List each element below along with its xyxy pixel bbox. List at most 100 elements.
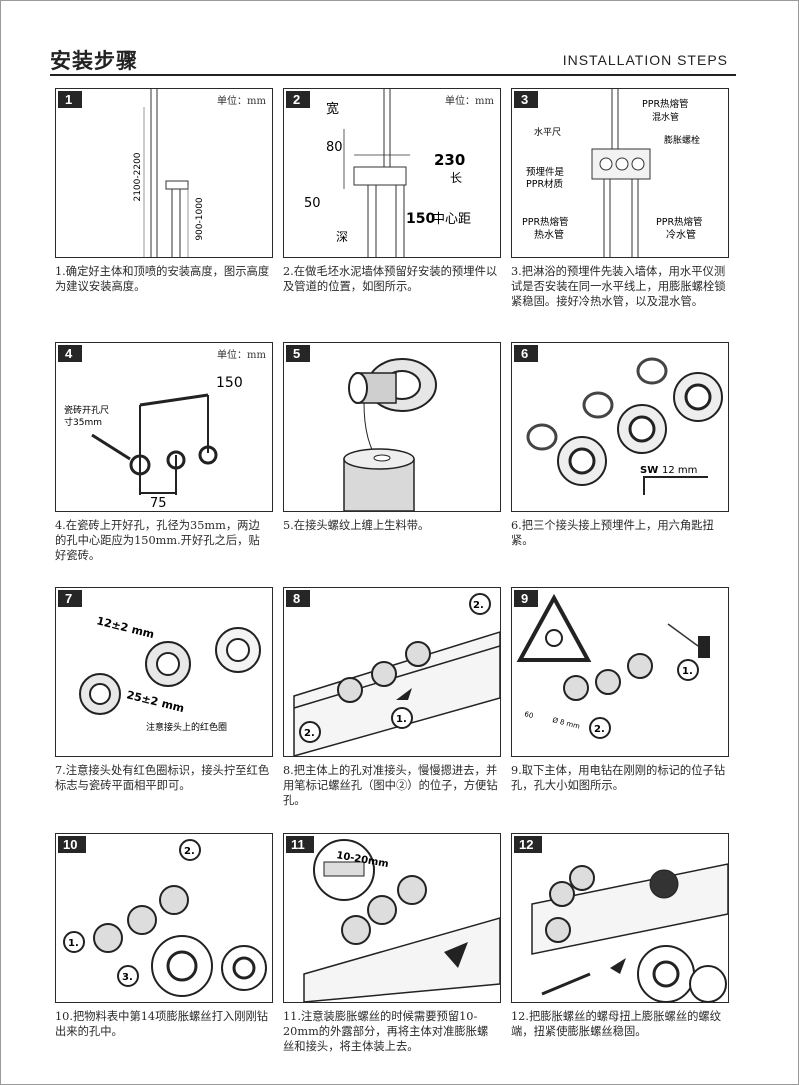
page-subtitle: INSTALLATION STEPS: [562, 52, 728, 68]
tighten-nut-diagram: [531, 863, 728, 1002]
level-label: 水平尺: [534, 126, 561, 138]
dim-80: 80: [326, 140, 343, 155]
step-9-caption: 9.取下主体，用电钻在刚刚的标记的位子钻孔，孔大小如图所示。: [511, 764, 726, 792]
step-10-illustration: 10 2. 1. 3.: [55, 833, 273, 1003]
callout-2-top: 2.: [473, 600, 484, 611]
step-12: 12 12.把膨胀螺丝的螺母扭上膨胀螺丝的螺纹端，扭紧使膨胀螺丝稳固。: [511, 833, 729, 1039]
page-title: 安装步骤: [50, 49, 138, 73]
step-9: 9 1. 2. 60 Ø 8 mm 9.取下主体，用电钻在刚刚的标记的位子钻孔，…: [511, 587, 729, 793]
step-number-badge: 12: [514, 836, 542, 853]
step-12-caption: 12.把膨胀螺丝的螺母扭上膨胀螺丝的螺纹端，扭紧使膨胀螺丝稳固。: [511, 1010, 722, 1038]
height-total-label: 2100-2200: [133, 152, 143, 201]
step-2-caption: 2.在做毛坯水泥墙体预留好安装的预埋件以及管道的位置，如图所示。: [283, 265, 498, 293]
cold-pipe-label: 冷水管: [666, 228, 696, 241]
center-distance-label: 中心距: [432, 212, 471, 227]
sw-label: SW: [640, 465, 658, 476]
expansion-bolt-diagram: 2. 1. 3.: [63, 839, 267, 997]
step-8-illustration: 8 2. 1. 2.: [283, 587, 501, 757]
step-6-caption: 6.把三个接头接上预埋件上，用六角匙扭紧。: [511, 519, 714, 547]
hot-pipe-label: 热水管: [534, 228, 564, 241]
dim-150: 150: [216, 375, 243, 391]
tile-hole-label-1: 瓷砖开孔尺: [64, 404, 109, 416]
unit-label: 单位：mm: [217, 96, 266, 107]
step-number-badge: 7: [58, 590, 82, 607]
callout-1: 1.: [682, 666, 693, 677]
unit-label: 单位：mm: [217, 350, 266, 361]
dim-230: 230: [434, 151, 465, 169]
embedded-parts-diagram: 宽 80 230 长 50 150 中心距 深: [304, 89, 471, 257]
step-3: 3 PPR热熔管 混水管 水平尺 膨胀螺栓 预埋件是 PPR材质 PPR热熔管 …: [511, 88, 729, 309]
embedded-label: 预埋件是: [526, 166, 565, 178]
dim-150: 150: [406, 211, 435, 227]
step-10: 10 2. 1. 3. 10.把物料表中第14项膨胀螺丝打入刚刚钻出来的孔中。: [55, 833, 273, 1039]
ppr-material-label: PPR材质: [526, 178, 564, 190]
callout-1: 1.: [68, 938, 79, 949]
step-8: 8 2. 1. 2. 8.把主体上的孔对准接头，慢慢摁进去，并用笔标记螺丝孔（图…: [283, 587, 501, 808]
step-number-badge: 8: [286, 590, 310, 607]
red-ring-label: 注意接头上的红色圈: [146, 721, 227, 733]
tile-holes-diagram: 150 瓷砖开孔尺 寸35mm 75: [64, 375, 243, 511]
step-2-illustration: 2 单位：mm 宽 80 230 长 50 150 中心距 深: [283, 88, 501, 258]
step-number-badge: 2: [286, 91, 310, 108]
step-7-caption: 7.注意接头处有红色圈标识，接头拧至红色标志与瓷砖平面相平即可。: [55, 764, 270, 792]
step-3-illustration: 3 PPR热熔管 混水管 水平尺 膨胀螺栓 预埋件是 PPR材质 PPR热熔管 …: [511, 88, 729, 258]
ppr-top-label: PPR热熔管: [642, 98, 689, 110]
step-5-illustration: 5: [283, 342, 501, 512]
thread-tape-icon: [343, 358, 437, 511]
step-number-badge: 5: [286, 345, 310, 362]
callout-2: 2.: [594, 724, 605, 735]
drill-diagram: 1. 2. 60 Ø 8 mm: [516, 593, 710, 739]
callout-3: 3.: [122, 972, 133, 983]
callout-2: 2.: [184, 846, 195, 857]
depth-label: 深: [336, 230, 348, 244]
step-number-badge: 6: [514, 345, 538, 362]
red-ring-diagram: 12±2 mm 25±2 mm 注意接头上的红色圈: [79, 614, 261, 733]
step-number-badge: 3: [514, 91, 538, 108]
step-4-caption: 4.在瓷砖上开好孔，孔径为35mm，两边的孔中心距应为150mm.开好孔之后，贴…: [55, 519, 260, 562]
step-number-badge: 9: [514, 590, 538, 607]
ppr-left-label: PPR热熔管: [522, 216, 569, 228]
callout-2-bottom: 2.: [304, 728, 315, 739]
dim-50: 50: [304, 196, 321, 211]
step-3-caption: 3.把淋浴的预埋件先装入墙体，用水平仪测试是否安装在同一水平线上，用膨胀螺栓锁紧…: [511, 265, 726, 308]
step-5-caption: 5.在接头螺纹上缠上生料带。: [283, 519, 430, 532]
dim-75: 75: [150, 496, 167, 511]
callout-1: 1.: [396, 714, 407, 725]
expansion-bolt-label: 膨胀螺栓: [664, 134, 700, 146]
height-diagram: 2100-2200 900-1000: [133, 89, 205, 257]
step-5: 5 5.在接头螺纹上缠上生料带。: [283, 342, 501, 533]
bolt-exposure-diagram: 10-20mm: [303, 839, 500, 1002]
ppr-right-label: PPR热熔管: [656, 216, 703, 228]
mount-body-diagram: 2. 1. 2.: [293, 593, 500, 756]
step-number-badge: 11: [286, 836, 314, 853]
step-9-illustration: 9 1. 2. 60 Ø 8 mm: [511, 587, 729, 757]
tile-hole-label-2: 寸35mm: [64, 416, 102, 428]
connectors-diagram: SW 12 mm: [526, 357, 723, 495]
page-header: 安装步骤 INSTALLATION STEPS: [50, 40, 736, 76]
sw-size-label: 12 mm: [662, 465, 697, 476]
step-10-caption: 10.把物料表中第14项膨胀螺丝打入刚刚钻出来的孔中。: [55, 1010, 269, 1038]
step-number-badge: 1: [58, 91, 82, 108]
step-1-caption: 1.确定好主体和顶喷的安装高度，图示高度为建议安装高度。: [55, 265, 270, 293]
step-7-illustration: 7 12±2 mm 25±2 mm 注意接头上的红色圈: [55, 587, 273, 757]
height-lower-label: 900-1000: [195, 197, 205, 241]
step-4-illustration: 4 单位：mm 150 瓷砖开孔尺 寸35mm 75: [55, 342, 273, 512]
pipes-diagram: PPR热熔管 混水管 水平尺 膨胀螺栓 预埋件是 PPR材质 PPR热熔管 热水…: [522, 89, 703, 257]
step-12-illustration: 12: [511, 833, 729, 1003]
length-label: 长: [450, 171, 462, 185]
dim-12: 12±2 mm: [95, 614, 155, 641]
dim-60: 60: [524, 710, 535, 720]
step-4: 4 单位：mm 150 瓷砖开孔尺 寸35mm 75 4.在瓷砖上开好孔，孔径为…: [55, 342, 273, 563]
dim-8: Ø 8 mm: [552, 716, 581, 731]
width-label: 宽: [326, 101, 339, 117]
step-6: 6 SW 12 mm 6.把三个接头接上预埋件上，用六角匙扭紧。: [511, 342, 729, 548]
step-1: 1 单位：mm 2100-2200 900-1000 1.确定好主体和顶喷的安装…: [55, 88, 273, 294]
step-2: 2 单位：mm 宽 80 230 长 50 150 中心距 深 2.在做毛坯水泥…: [283, 88, 501, 294]
step-11-caption: 11.注意装膨胀螺丝的时候需要预留10-20mm的外露部分，再将主体对准膨胀螺丝…: [283, 1010, 489, 1053]
unit-label: 单位：mm: [445, 96, 494, 107]
step-1-illustration: 1 单位：mm 2100-2200 900-1000: [55, 88, 273, 258]
step-number-badge: 10: [58, 836, 86, 853]
step-6-illustration: 6 SW 12 mm: [511, 342, 729, 512]
step-11-illustration: 11 10-20mm: [283, 833, 501, 1003]
step-7: 7 12±2 mm 25±2 mm 注意接头上的红色圈 7.注意接头处有红色圈标…: [55, 587, 273, 793]
